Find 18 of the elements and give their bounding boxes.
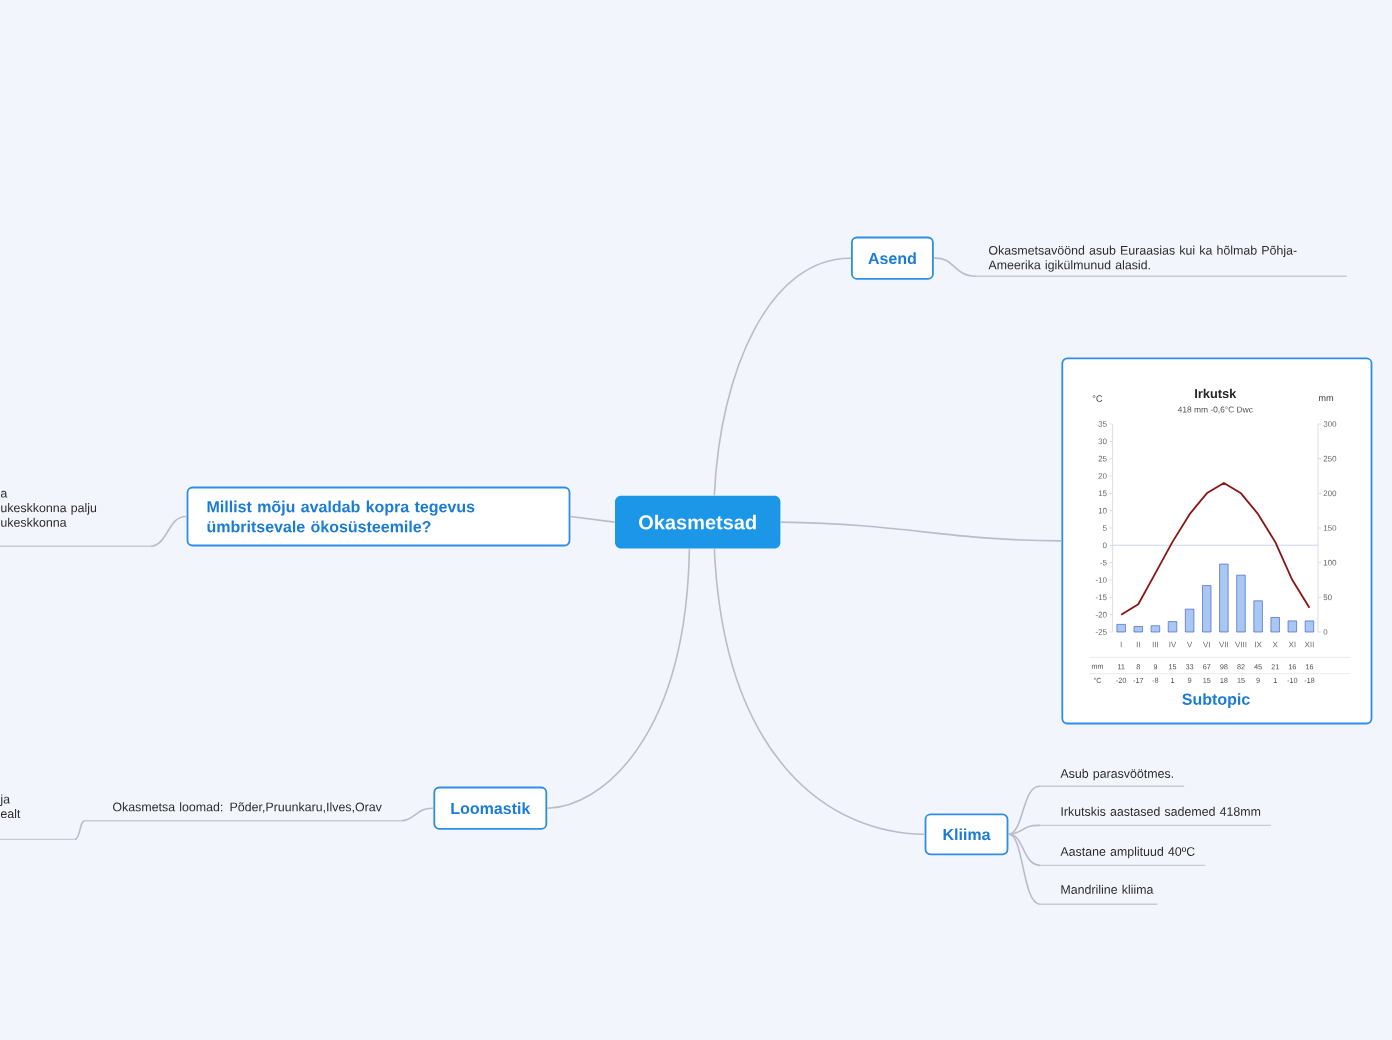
connector-line	[1007, 833, 1041, 905]
connector-line	[74, 820, 87, 841]
connector-line	[713, 257, 852, 497]
topic-box: Asend	[851, 236, 934, 280]
connector-line	[569, 515, 616, 523]
connector-line	[713, 548, 926, 836]
connector-line	[400, 807, 435, 822]
topic-box: Kliima	[924, 813, 1009, 856]
connector-line	[780, 521, 1063, 542]
connector-line	[1007, 833, 1041, 867]
connector-line	[1007, 824, 1041, 836]
topic-box: Millist mõju avaldab kopra tegevus ümbritsevale ökosüsteemile?	[186, 486, 571, 547]
connector-line	[1007, 785, 1041, 836]
connector-line	[150, 515, 188, 547]
topic-box: Loomastik	[433, 786, 548, 830]
connector-line	[933, 257, 977, 277]
connector-line	[546, 548, 691, 809]
central-topic-box: Okasmetsad	[615, 495, 781, 549]
